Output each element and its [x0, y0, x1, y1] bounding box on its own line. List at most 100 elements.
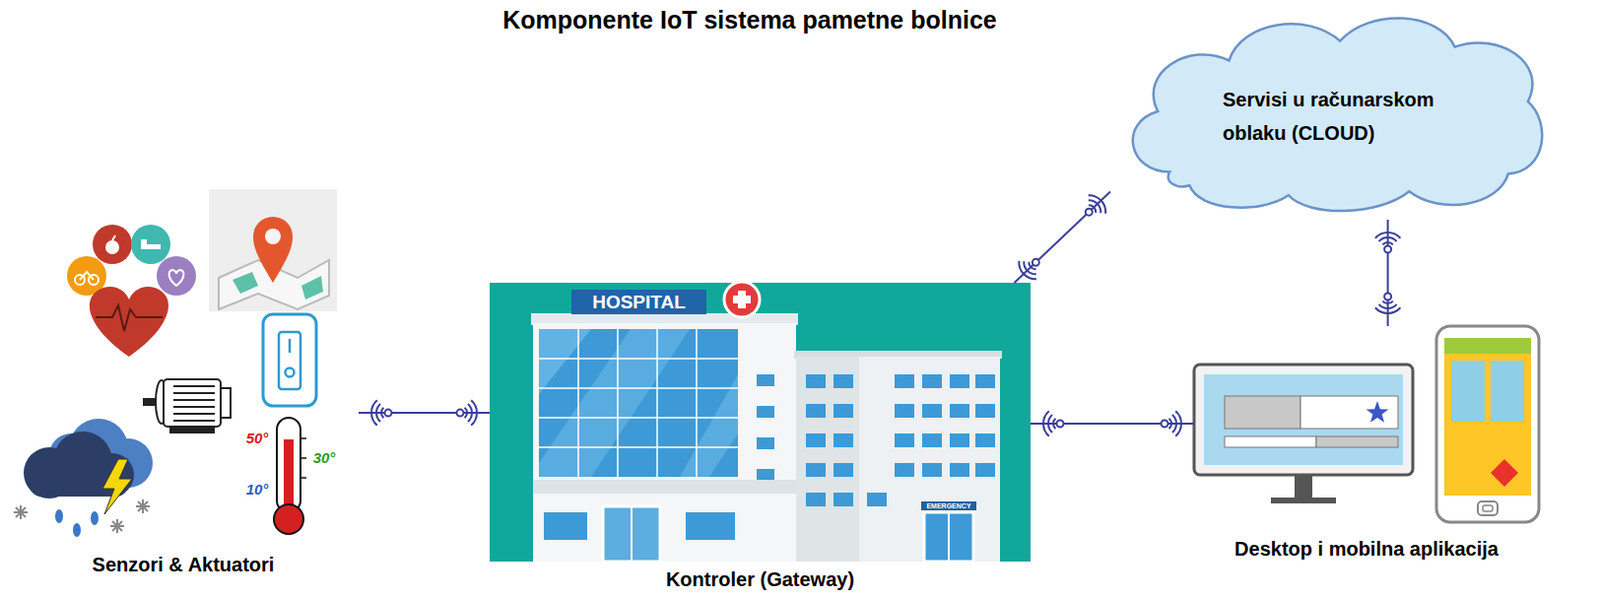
wireless-link	[1014, 192, 1111, 283]
diagram-title: Komponente IoT sistema pametne bolnice	[449, 3, 1051, 36]
weather-icon	[137, 501, 148, 512]
hospital-illustration	[924, 512, 974, 562]
hospital-illustration	[894, 463, 915, 477]
hospital-illustration	[538, 329, 690, 477]
map-pin-icon	[265, 228, 281, 245]
thermometer-icon	[300, 437, 307, 440]
health-icons	[112, 235, 116, 241]
hospital-illustration	[538, 446, 738, 449]
hospital-illustration	[489, 282, 1031, 562]
hospital-illustration	[630, 506, 633, 562]
mobile-phone	[1444, 337, 1532, 354]
hospital-illustration	[921, 501, 977, 511]
hospital-illustration	[975, 374, 996, 389]
switch-icon	[263, 314, 317, 406]
weather-icon	[102, 459, 133, 515]
wireless-symbol	[1018, 195, 1106, 279]
link-dot	[457, 409, 465, 417]
hospital-illustration	[756, 405, 775, 418]
cloud-outline	[1133, 17, 1542, 211]
signal-arc	[1172, 414, 1177, 433]
hospital-illustration	[894, 433, 915, 448]
hospital-illustration	[724, 281, 760, 318]
switch-icon	[288, 338, 292, 353]
health-icons	[79, 271, 94, 280]
motor-icon	[142, 379, 231, 434]
component-group: Desktop i mobilna aplikacija	[1194, 326, 1539, 561]
hospital-illustration	[538, 387, 738, 390]
mobile-phone	[1451, 360, 1485, 422]
hospital-illustration	[656, 329, 659, 477]
hospital-illustration	[833, 433, 854, 448]
signal-arc	[1028, 262, 1036, 270]
hospital-illustration	[538, 329, 592, 395]
hospital-illustration	[805, 374, 826, 389]
signal-arc	[376, 403, 381, 422]
signal-arc	[1375, 232, 1401, 239]
weather-icon	[112, 521, 123, 532]
hospital-illustration	[533, 479, 797, 494]
hospital-illustration	[756, 374, 775, 387]
hospital-illustration	[922, 463, 942, 477]
scale-number: 10°	[242, 480, 272, 499]
health-icons	[140, 244, 161, 250]
hospital-illustration	[489, 281, 1031, 562]
hospital-illustration	[805, 403, 826, 418]
signal-arc	[1018, 261, 1037, 280]
component-label: Kontroler (Gateway)	[666, 567, 855, 592]
health-icons	[105, 240, 120, 255]
motor-icon	[173, 419, 215, 422]
desktop-monitor	[1366, 400, 1390, 423]
thermometer-icon	[300, 476, 307, 479]
motor-icon	[173, 405, 215, 408]
signal-arc	[1382, 242, 1394, 245]
thermometer-icon	[300, 457, 307, 460]
desktop-monitor	[1316, 436, 1399, 448]
map-pin-icon	[301, 275, 324, 300]
weather-icon	[13, 418, 153, 537]
desktop-monitor	[1194, 364, 1413, 504]
mobile-phone	[1490, 459, 1519, 487]
motor-icon	[173, 412, 215, 415]
desktop-monitor	[1270, 497, 1336, 504]
health-icons	[89, 286, 169, 357]
signal-arc	[1023, 261, 1036, 274]
hospital-illustration	[949, 374, 970, 389]
motor-icon	[173, 385, 215, 388]
health-icons	[92, 224, 133, 265]
hospital-illustration	[922, 374, 942, 389]
health-icons	[66, 224, 197, 357]
hospital-illustration	[602, 506, 661, 562]
motor-icon	[169, 426, 215, 434]
signal-arc	[1053, 418, 1056, 430]
weather-icon	[55, 509, 64, 524]
link-dot	[1085, 208, 1093, 216]
hospital-illustration	[975, 463, 996, 477]
hospital-illustration	[805, 433, 826, 448]
cloud-shape: Servisi u računarskom oblaku (CLOUD)	[1110, 3, 1551, 220]
hospital-illustration	[538, 416, 738, 419]
desktop-monitor	[1294, 474, 1313, 499]
link-dot	[385, 409, 393, 417]
signal-arc	[1379, 237, 1398, 242]
hospital-illustration	[833, 463, 854, 477]
hospital-illustration	[737, 290, 746, 309]
link-dot	[1057, 420, 1065, 428]
link-dot	[1032, 259, 1040, 267]
hospital-illustration	[922, 433, 942, 448]
signal-arc	[1088, 195, 1107, 214]
health-icons	[95, 305, 163, 332]
component-label: Senzori & Aktuatori	[92, 552, 275, 577]
component-group: Kontroler (Gateway)	[489, 282, 1031, 592]
sign-text: EMERGENCY	[921, 501, 977, 511]
motor-icon	[220, 388, 231, 418]
hospital-illustration	[833, 374, 854, 389]
wireless-link	[1387, 219, 1390, 327]
hospital-illustration	[949, 433, 970, 448]
signal-arc	[1175, 410, 1182, 437]
weather-icon	[13, 499, 150, 534]
desktop-monitor	[1224, 436, 1317, 448]
sign-text: HOSPITAL	[571, 289, 707, 315]
scale-number: 30°	[309, 449, 339, 467]
weather-icon	[72, 523, 81, 537]
